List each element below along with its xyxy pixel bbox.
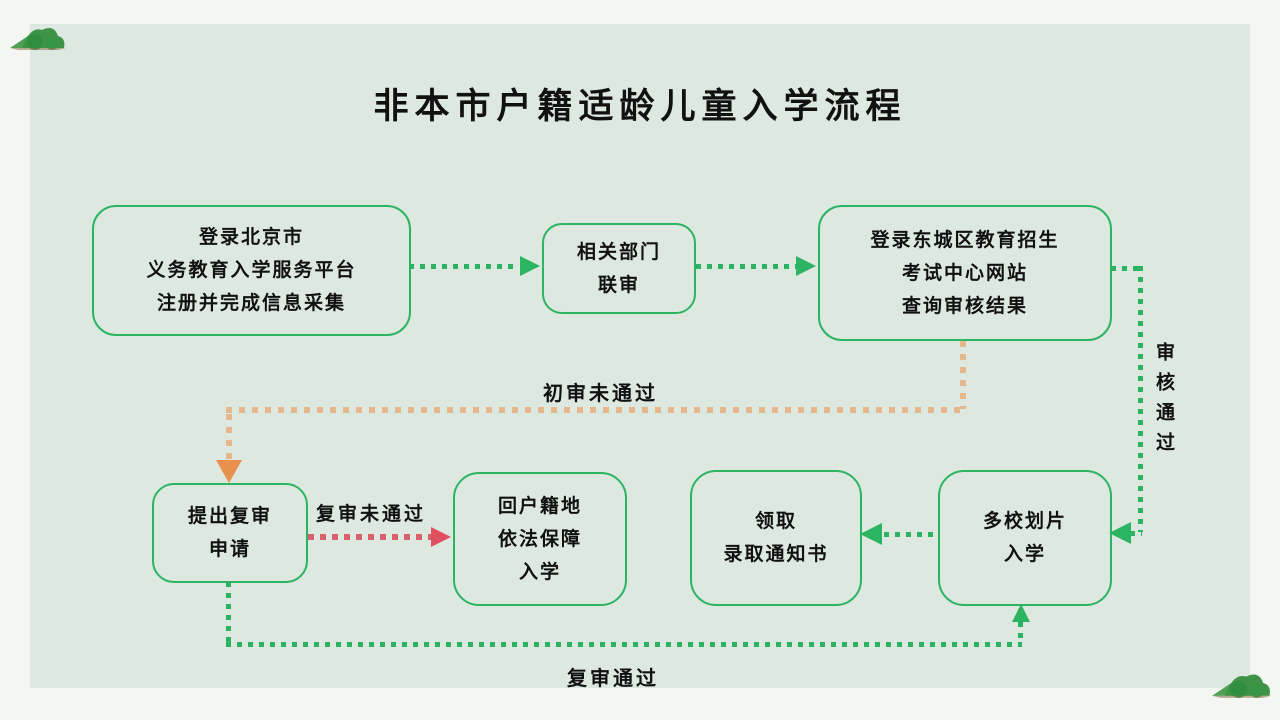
edge-step1-line (409, 264, 519, 269)
edge-initial-failed-arrowhead (216, 460, 242, 483)
node-text-line: 依法保障 (497, 528, 582, 550)
node-text-line: 回户籍地 (497, 495, 582, 517)
label-initial-review-failed: 初审未通过 (543, 383, 658, 405)
node-reapply-for-review: 提出复审 申请 (152, 483, 308, 583)
node-text-line: 相关部门 (576, 241, 661, 263)
edge-step2-arrowhead (796, 256, 816, 276)
node-return-to-hometown-enrollment: 回户籍地 依法保障 入学 (453, 472, 627, 606)
edge-step2-line (696, 264, 796, 269)
edge-second-passed-line-up (1018, 622, 1023, 644)
edge-second-failed-arrowhead (431, 527, 451, 547)
edge-review-passed-arrowhead (1109, 522, 1131, 544)
label-review-passed: 审核通过 (1153, 342, 1174, 462)
edge-second-failed-line (308, 534, 432, 540)
node-text-line: 提出复审 (187, 506, 272, 527)
edge-step1-arrowhead (520, 256, 540, 276)
node-login-beijing-platform: 登录北京市 义务教育入学服务平台 注册并完成信息采集 (92, 205, 411, 336)
edge-initial-failed-line-down (226, 414, 232, 462)
label-second-review-passed: 复审通过 (567, 668, 659, 690)
node-dongcheng-exam-website: 登录东城区教育招生 考试中心网站 查询审核结果 (818, 205, 1112, 341)
node-text-line: 义务教育入学服务平台 (146, 260, 357, 281)
node-text-line: 入学 (518, 561, 561, 583)
node-text-line: 注册并完成信息采集 (156, 293, 346, 314)
label-second-review-failed: 复审未通过 (316, 504, 427, 525)
mountain-hill-icon (10, 28, 66, 50)
edge-review-passed-line-top (1111, 266, 1143, 271)
node-text-line: 查询审核结果 (901, 295, 1028, 317)
node-joint-department-review: 相关部门 联审 (542, 223, 696, 314)
edge-second-passed-arrowhead (1012, 604, 1030, 622)
edge-second-passed-line-horizontal (226, 642, 1022, 647)
node-text-line: 申请 (208, 539, 251, 560)
node-text-line: 入学 (1003, 544, 1046, 565)
node-text-line: 录取通知书 (723, 544, 829, 565)
node-text-line: 领取 (754, 511, 797, 532)
page-title: 非本市户籍适龄儿童入学流程 (373, 87, 907, 126)
mountain-hill-icon (1212, 674, 1272, 698)
edge-initial-failed-line-drop (960, 341, 966, 409)
node-text-line: 联审 (597, 274, 640, 296)
edge-second-passed-line-drop (226, 582, 231, 644)
edge-initial-failed-line-horizontal (226, 407, 966, 413)
node-text-line: 多校划片 (982, 511, 1067, 532)
node-text-line: 登录北京市 (198, 227, 304, 248)
node-text-line: 登录东城区教育招生 (870, 229, 1060, 251)
node-text-line: 考试中心网站 (901, 262, 1028, 284)
edge-review-passed-line-vertical (1138, 266, 1143, 532)
edge-review-passed-line-bottom (1130, 531, 1142, 536)
node-receive-admission-letter: 领取 录取通知书 (690, 470, 862, 606)
edge-admission-line (884, 532, 936, 537)
node-multi-school-placement: 多校划片 入学 (938, 470, 1112, 606)
edge-admission-arrowhead (860, 523, 882, 545)
